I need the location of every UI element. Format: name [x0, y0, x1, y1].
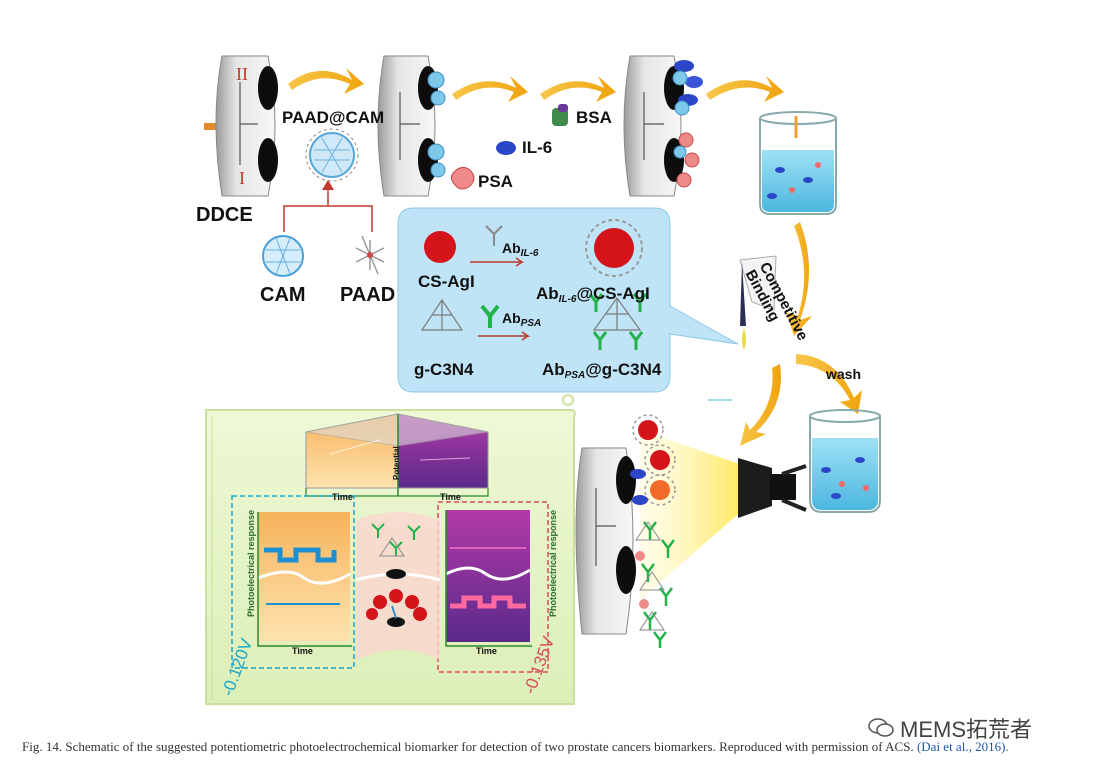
bsa-icon [552, 104, 568, 126]
x-axis-label-left: Time [292, 646, 313, 656]
beaker-wash [809, 409, 881, 513]
step-arrow-1 [288, 68, 364, 94]
pec-middle-sensor-illustration [355, 512, 441, 660]
detection-electrode [575, 414, 676, 648]
caption-text: Fig. 14. Schematic of the suggested pote… [22, 739, 914, 754]
beaker-incubation [759, 111, 837, 215]
paad-molecule [355, 235, 385, 275]
electrode-i-label: I [239, 168, 245, 188]
watermark: MEMS拓荒者 [868, 712, 1032, 744]
figure-caption: Fig. 14. Schematic of the suggested pote… [22, 738, 1082, 756]
step-arrow-4 [706, 76, 784, 102]
il6-icon [496, 141, 516, 155]
potential-axis-label: Potential [392, 446, 401, 480]
competitive-binding-arrow [786, 222, 812, 336]
ddce-electrode [204, 55, 278, 197]
watermark-text: MEMS拓荒者 [900, 717, 1033, 742]
ab-il6-label: AbIL-6 [502, 240, 539, 259]
light-source [738, 458, 807, 518]
potential-3d-plot [305, 413, 489, 497]
wash-arrow [796, 354, 862, 414]
paad-cam-label: PAAD@CAM [282, 108, 385, 127]
step-arrow-2 [452, 76, 528, 102]
psa-label: PSA [478, 172, 513, 191]
top-x-label-left: Time [332, 492, 353, 502]
y-axis-label-left: Photoelectrical response [246, 510, 256, 618]
cam-particle [262, 235, 304, 277]
light-beam [640, 430, 745, 600]
bioconjugate-inset [397, 207, 739, 393]
g-c3n4-label: g-C3N4 [414, 360, 474, 379]
ddce-label: DDCE [196, 204, 253, 226]
wechat-icon [868, 718, 894, 737]
ab-psa-g-c3n4-label: AbPSA@g-C3N4 [542, 360, 662, 381]
ab-psa-label: AbPSA [502, 310, 542, 329]
modified-electrode [377, 55, 446, 197]
electrode-ii-label: II [236, 64, 248, 84]
cam-label: CAM [260, 284, 306, 306]
bsa-label: BSA [576, 108, 612, 127]
x-axis-label-right: Time [476, 646, 497, 656]
ab-il6-cs-agi-label: AbIL-6@CS-AgI [536, 284, 650, 305]
antigen-loaded-electrode [623, 55, 703, 197]
top-x-label-right: Time [440, 492, 461, 502]
dropper [708, 255, 777, 401]
synthesis-connector [283, 180, 373, 232]
cs-agi-label: CS-AgI [418, 272, 475, 291]
paad-cam-particle [305, 128, 359, 182]
caption-citation[interactable]: (Dai et al., 2016). [916, 739, 1009, 754]
il6-label: IL-6 [522, 138, 553, 157]
paad-label: PAAD [340, 284, 396, 306]
psa-icon [450, 166, 475, 190]
y-axis-label-right: Photoelectrical response [548, 510, 558, 618]
wash-label: wash [826, 366, 862, 382]
step-arrow-3 [540, 76, 616, 102]
pec-plot-psa [437, 501, 549, 673]
detection-arrow [740, 364, 781, 446]
pec-plot-il6 [231, 495, 355, 669]
